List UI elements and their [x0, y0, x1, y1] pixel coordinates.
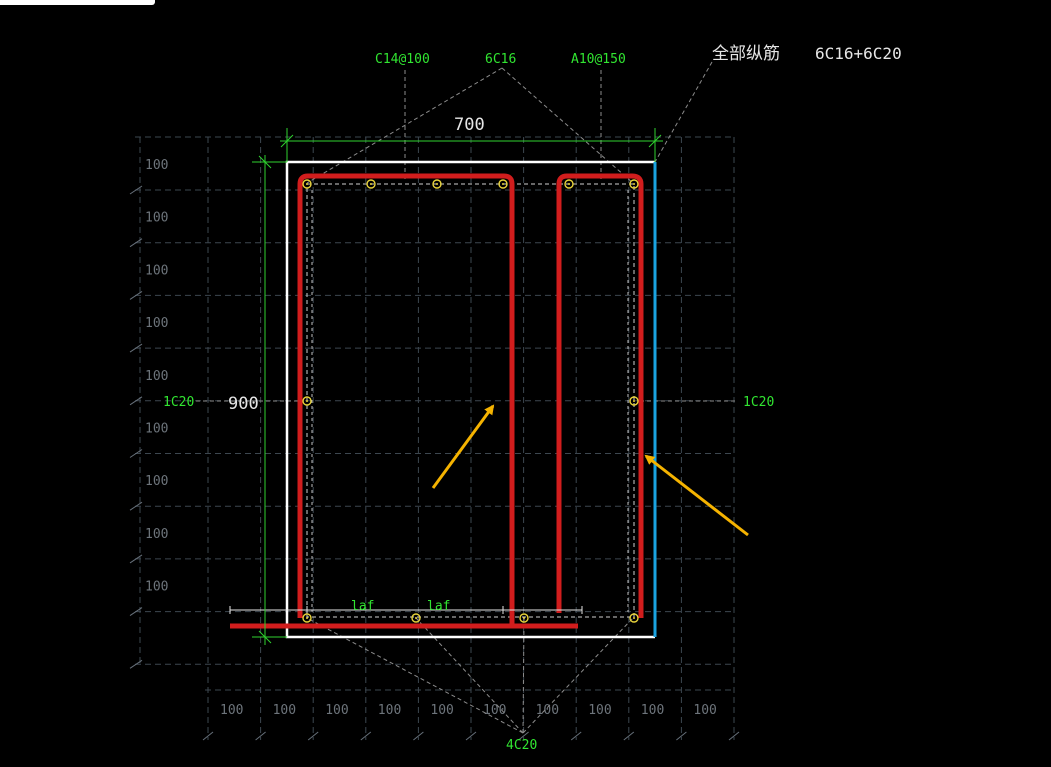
grid-label-left: 100	[145, 422, 168, 437]
grid-label-bottom: 100	[536, 703, 559, 718]
grid-label-left: 100	[145, 527, 168, 542]
grid-label-left: 100	[145, 316, 168, 331]
height-dim-text: 900	[228, 394, 259, 414]
grid-lines	[135, 136, 735, 740]
rebar-point[interactable]	[629, 396, 639, 406]
section-outline[interactable]	[285, 160, 657, 639]
left-side-bar-label: 1C20	[163, 395, 194, 410]
total-longitudinal-value: 6C16+6C20	[815, 44, 902, 63]
anchorage-label-1: laf	[351, 599, 374, 614]
rebar-point[interactable]	[411, 613, 421, 623]
rebar-point[interactable]	[519, 613, 529, 623]
grid-label-bottom: 100	[273, 703, 296, 718]
rebar-point[interactable]	[629, 613, 639, 623]
grid-label-bottom: 100	[378, 703, 401, 718]
anchorage-label-2: laf	[427, 599, 450, 614]
rebar-point[interactable]	[432, 179, 442, 189]
grid-label-bottom: 100	[325, 703, 348, 718]
rebar-points[interactable]	[302, 179, 639, 623]
bottom-grid-labels: 100 100 100 100 100 100 100 100 100 100	[220, 703, 717, 718]
annotation-arrows	[431, 404, 749, 537]
height-dimension: 900	[228, 155, 287, 645]
rebar-point[interactable]	[302, 396, 312, 406]
grid-label-bottom: 100	[641, 703, 664, 718]
grid-label-bottom: 100	[693, 703, 716, 718]
grid-label-left: 100	[145, 369, 168, 384]
stirrup-label: C14@100	[375, 52, 430, 67]
bottom-bars-label: 4C20	[506, 738, 537, 753]
grid-label-left: 100	[145, 580, 168, 595]
tie-label: A10@150	[571, 52, 626, 67]
rebar-point[interactable]	[629, 179, 639, 189]
window-tab	[0, 0, 155, 5]
grid-label-left: 100	[145, 211, 168, 226]
width-dimension: 700	[280, 115, 663, 162]
grid-label-bottom: 100	[220, 703, 243, 718]
arrow-icon	[644, 454, 749, 537]
arrow-icon	[431, 404, 495, 489]
right-side-bar-label: 1C20	[743, 395, 774, 410]
grid-label-left: 100	[145, 263, 168, 278]
grid-label-left: 100	[145, 474, 168, 489]
grid-label-bottom: 100	[483, 703, 506, 718]
grid-label-left: 100	[145, 158, 168, 173]
grid-label-bottom: 100	[588, 703, 611, 718]
rebar-shapes[interactable]	[230, 173, 644, 629]
width-dim-text: 700	[454, 115, 485, 135]
total-longitudinal-label: 全部纵筋	[712, 44, 780, 64]
rebar-point[interactable]	[366, 179, 376, 189]
rebar-point[interactable]	[498, 179, 508, 189]
rebar-point[interactable]	[302, 179, 312, 189]
anchorage-dimension: laf laf	[229, 599, 583, 614]
grid-ticks	[129, 185, 740, 741]
rebar-point[interactable]	[302, 613, 312, 623]
left-grid-labels: 100 100 100 100 100 100 100 100 100	[145, 158, 168, 595]
rebar-point[interactable]	[564, 179, 574, 189]
grid-label-bottom: 100	[430, 703, 453, 718]
top-bars-label: 6C16	[485, 52, 516, 67]
